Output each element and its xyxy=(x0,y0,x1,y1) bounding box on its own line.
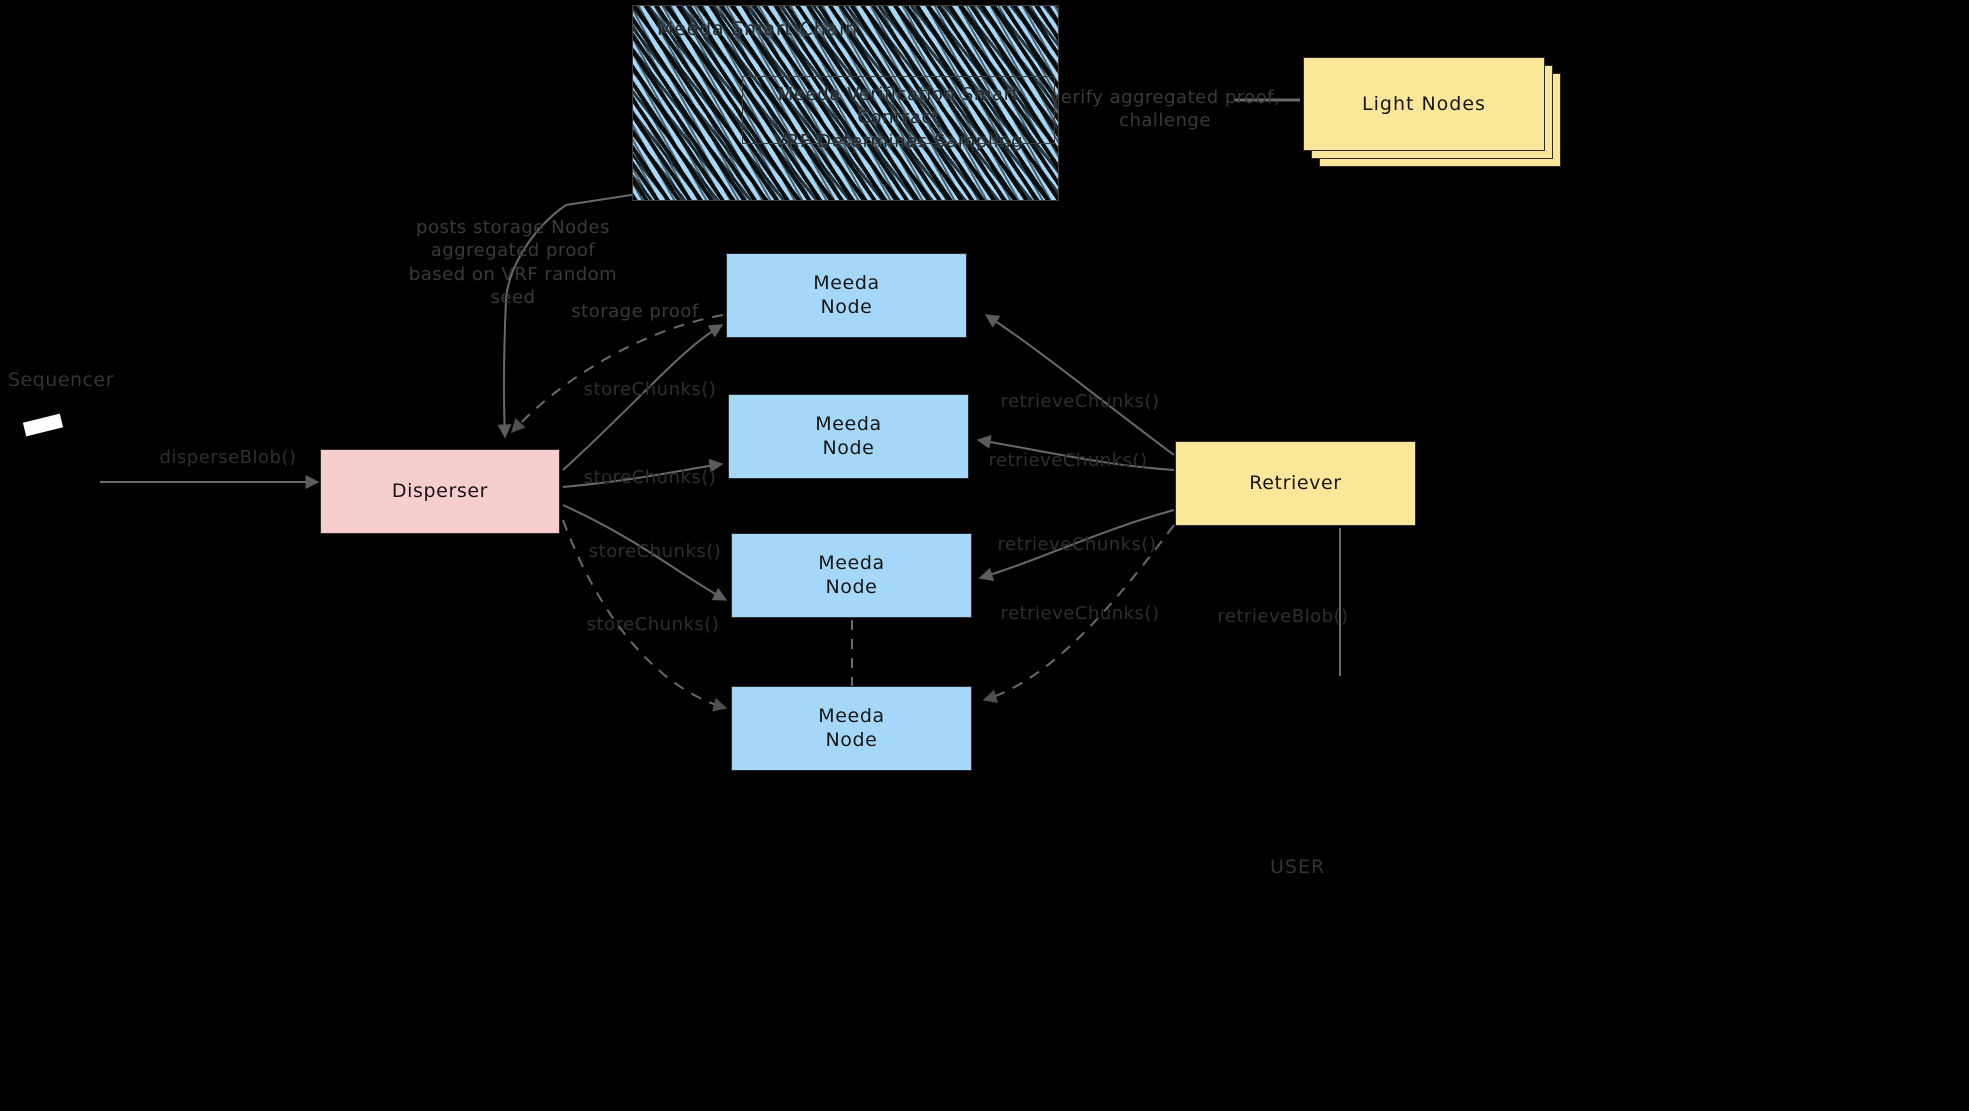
light-nodes-stack[interactable]: Light Nodes xyxy=(1303,57,1561,167)
sequencer-label: Sequencer xyxy=(8,369,115,391)
retriever-box[interactable]: Retriever xyxy=(1175,441,1416,526)
edge-label-store-chunks-1: storeChunks() xyxy=(583,379,717,400)
meeda-verification-contract-box[interactable]: Meeda Verification Smart Contract VRF De… xyxy=(742,76,1055,152)
light-nodes-card-front[interactable]: Light Nodes xyxy=(1303,57,1545,151)
meeda-node-1[interactable]: Meeda Node xyxy=(726,253,967,338)
edge-label-retrieve-chunks-3: retrieveChunks() xyxy=(997,534,1157,555)
edge-label-store-chunks-4: storeChunks() xyxy=(586,614,720,635)
edge-label-retrieve-blob: retrieveBlob() xyxy=(1217,606,1349,627)
edge-label-storage-proof: storage proof xyxy=(571,301,699,322)
cursor-pointer xyxy=(22,413,64,437)
edge-label-store-chunks-2: storeChunks() xyxy=(583,467,717,488)
disperser-box[interactable]: Disperser xyxy=(320,449,560,534)
user-label: USER xyxy=(1270,856,1326,878)
edge-label-posts-storage-proof: posts storage Nodes aggregated proof bas… xyxy=(408,217,618,309)
meeda-node-4[interactable]: Meeda Node xyxy=(731,686,972,771)
edge-label-verify-aggregated-proof: verify aggregated proof, challenge xyxy=(1049,87,1281,132)
meeda-smart-chain-title: Meeda Smart Chain xyxy=(657,18,858,40)
edge-label-retrieve-chunks-2: retrieveChunks() xyxy=(988,450,1148,471)
meeda-node-3[interactable]: Meeda Node xyxy=(731,533,972,618)
meeda-smart-chain-box[interactable]: Meeda Smart Chain Meeda Verification Sma… xyxy=(632,5,1059,201)
edge-label-disperse-blob: disperseBlob() xyxy=(159,447,297,468)
edge-label-store-chunks-3: storeChunks() xyxy=(588,541,722,562)
meeda-verification-contract-text: Meeda Verification Smart Contract VRF De… xyxy=(773,84,1024,152)
edge-label-retrieve-chunks-1: retrieveChunks() xyxy=(1000,391,1160,412)
meeda-node-2[interactable]: Meeda Node xyxy=(728,394,969,479)
edge-label-retrieve-chunks-4: retrieveChunks() xyxy=(1000,603,1160,624)
